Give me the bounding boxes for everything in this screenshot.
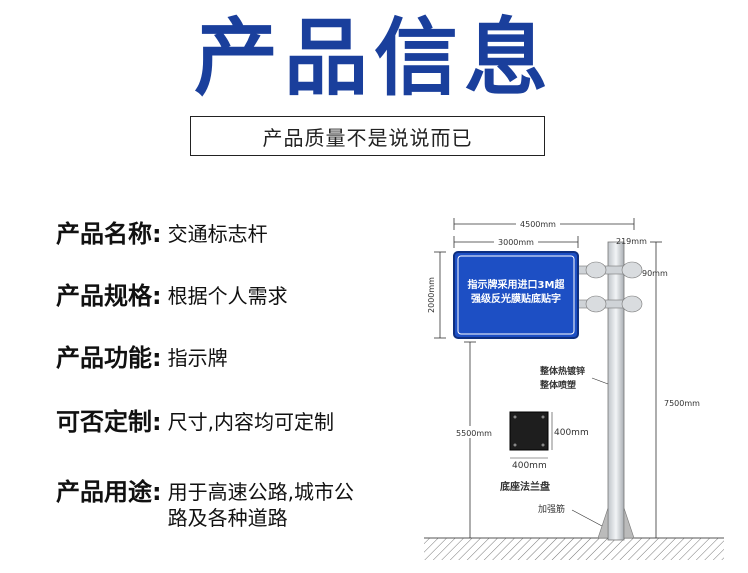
spec-value: 用于高速公路,城市公路及各种道路 bbox=[167, 480, 354, 530]
spec-value: 根据个人需求 bbox=[167, 284, 288, 308]
spec-row-name: 产品名称: 交通标志杆 bbox=[56, 218, 268, 250]
clamp-3 bbox=[585, 295, 607, 313]
dim-sign-height: 2000mm bbox=[427, 277, 436, 313]
subtitle-box: 产品质量不是说说而已 bbox=[190, 116, 545, 156]
sign-text-line1: 指示牌采用进口3M超 bbox=[468, 278, 566, 291]
flange-plate bbox=[509, 411, 549, 451]
spec-label: 可否定制: bbox=[56, 408, 162, 436]
diagram-svg: 指示牌采用进口3M超 强级反光膜贴底贴字 4500mm 3000mm 219mm… bbox=[424, 217, 724, 560]
spec-value: 尺寸,内容均可定制 bbox=[167, 410, 334, 434]
dim-total-width: 4500mm bbox=[520, 220, 556, 229]
dim-pole-top: 219mm bbox=[616, 237, 647, 246]
dim-sign-width: 3000mm bbox=[498, 238, 534, 247]
spec-row-custom: 可否定制: 尺寸,内容均可定制 bbox=[56, 406, 334, 438]
subtitle-text: 产品质量不是说说而已 bbox=[262, 125, 473, 150]
rib-left bbox=[597, 507, 609, 539]
flange-bolt bbox=[513, 443, 517, 447]
spec-label: 产品名称: bbox=[56, 220, 162, 248]
flange-bolt bbox=[541, 443, 545, 447]
leader-line bbox=[571, 509, 603, 527]
dim-flange-h: 400mm bbox=[554, 428, 589, 438]
note-rib: 加强筋 bbox=[538, 503, 565, 515]
spec-value: 指示牌 bbox=[167, 346, 228, 370]
spec-row-size: 产品规格: 根据个人需求 bbox=[56, 280, 288, 312]
dim-bg bbox=[516, 217, 560, 229]
spec-label: 产品用途: bbox=[56, 478, 162, 506]
spec-label: 产品功能: bbox=[56, 344, 162, 372]
rib-right bbox=[623, 507, 635, 539]
dim-clearance: 5500mm bbox=[456, 429, 492, 438]
note-flange: 底座法兰盘 bbox=[500, 480, 550, 493]
dim-flange-w: 400mm bbox=[512, 461, 547, 471]
sign-border bbox=[457, 255, 575, 335]
dim-bg bbox=[454, 426, 494, 438]
spec-row-function: 产品功能: 指示牌 bbox=[56, 342, 228, 374]
flange-bolt bbox=[541, 415, 545, 419]
sign-text-line2: 强级反光膜贴底贴字 bbox=[471, 292, 561, 305]
clamp-1 bbox=[585, 261, 607, 279]
spec-value: 交通标志杆 bbox=[167, 222, 268, 246]
leader-line bbox=[591, 377, 609, 385]
clamp-2 bbox=[621, 261, 643, 279]
note-coated: 整体喷塑 bbox=[539, 379, 576, 391]
dim-arm: 90mm bbox=[642, 269, 668, 278]
flange-bolt bbox=[513, 415, 517, 419]
sign-pole-diagram: 指示牌采用进口3M超 强级反光膜贴底贴字 4500mm 3000mm 219mm… bbox=[420, 208, 740, 568]
sign-panel bbox=[453, 251, 579, 339]
dim-pole-height: 7500mm bbox=[664, 399, 700, 408]
spec-row-usage: 产品用途: 用于高速公路,城市公路及各种道路 bbox=[56, 476, 368, 531]
spec-label: 产品规格: bbox=[56, 282, 162, 310]
page-title: 产品信息 bbox=[193, 9, 554, 107]
ground-hatch bbox=[424, 538, 724, 560]
dim-bg bbox=[494, 235, 538, 247]
note-galvanized: 整体热镀锌 bbox=[539, 365, 585, 377]
clamp-4 bbox=[621, 295, 643, 313]
pole bbox=[607, 241, 625, 541]
